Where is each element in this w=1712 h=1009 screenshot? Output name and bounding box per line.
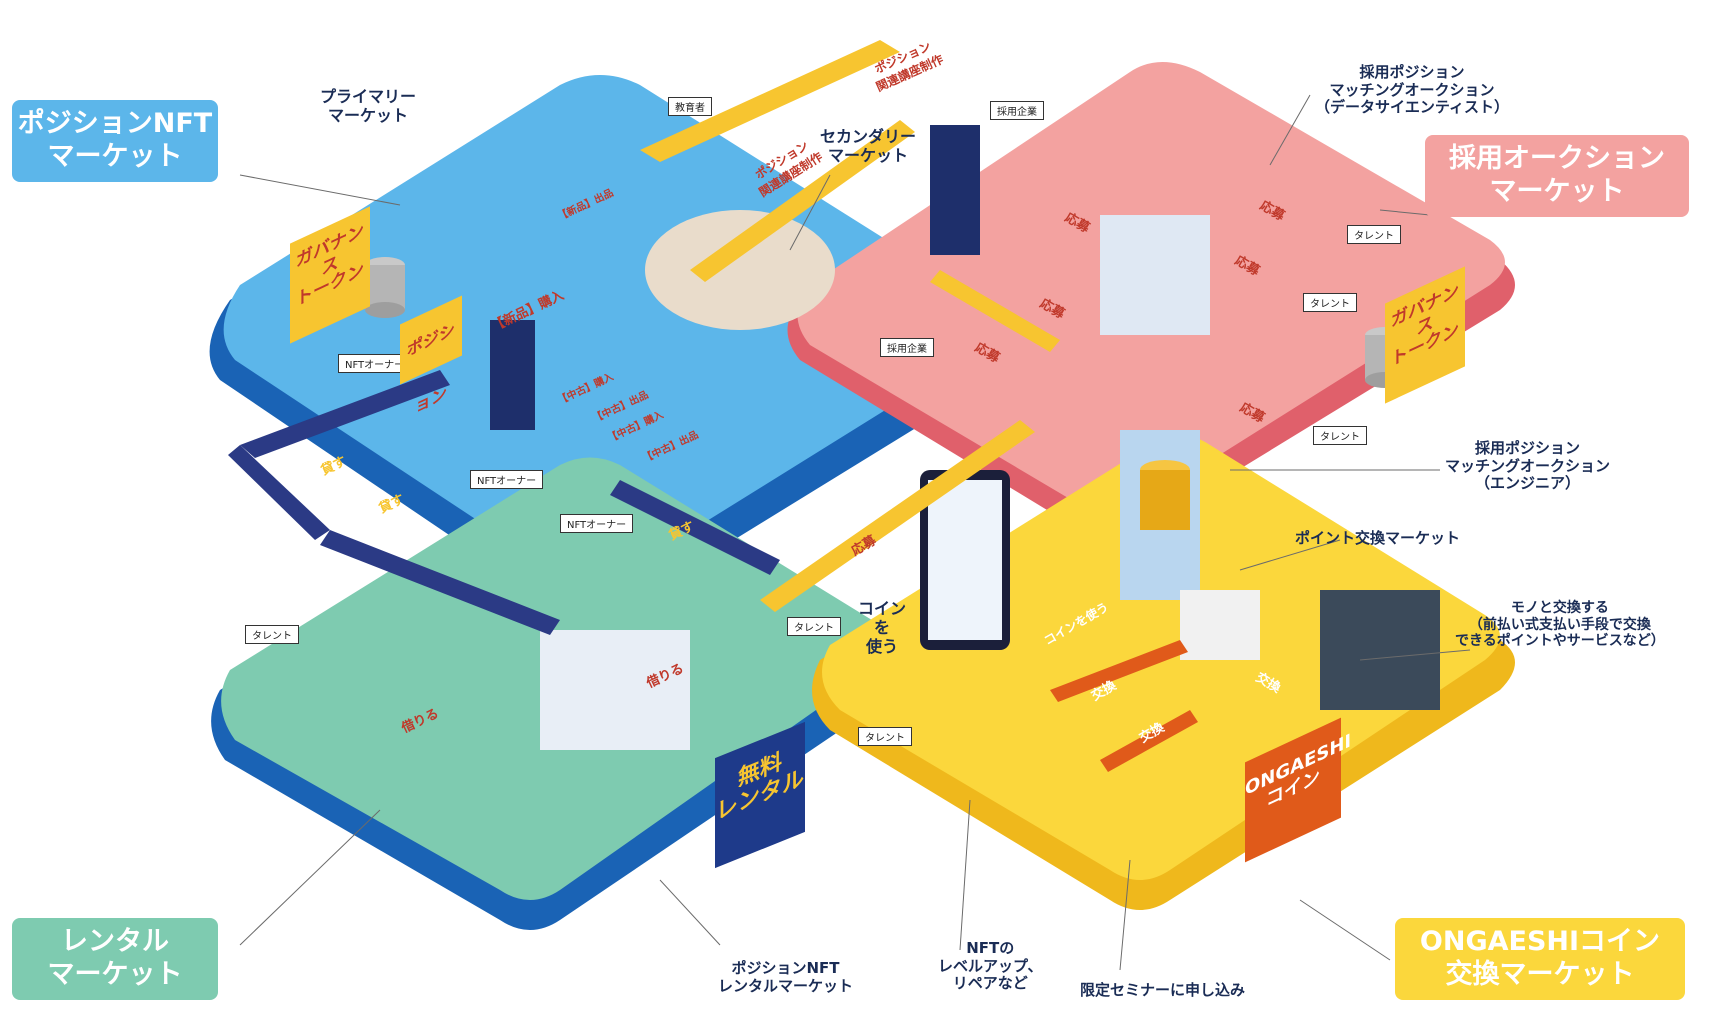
ongaeshi-exchange-market-box: ONGAESHIコイン 交換マーケット <box>1395 918 1685 1000</box>
market-title-line2: マーケット <box>1489 176 1625 207</box>
market-title-line1: 採用オークション <box>1449 143 1665 175</box>
lend-arrows <box>228 370 780 635</box>
laptop-rental <box>540 630 690 750</box>
nft-rental-market-label: ポジションNFT レンタルマーケット <box>718 959 854 995</box>
talent-tag: タレント <box>787 617 841 636</box>
nft-owner-tag: NFTオーナー <box>470 470 544 489</box>
recruiting-company-tag: 採用企業 <box>880 338 934 357</box>
market-title-line2: 交換マーケット <box>1445 959 1635 990</box>
talent-tag: タレント <box>1303 293 1357 312</box>
market-title-line1: ポジションNFT <box>17 108 213 140</box>
talent-tag: タレント <box>858 727 912 746</box>
nft-owner-tag: NFTオーナー <box>560 514 634 533</box>
recruit-auction-market-box: 採用オークション マーケット <box>1425 135 1689 217</box>
gold-coin-stack-icon <box>1140 460 1190 530</box>
smartphone-screen <box>928 480 1002 640</box>
leader-lines <box>239 94 1471 971</box>
laptop-recruit <box>1100 215 1210 335</box>
recruiting-company-tag: 採用企業 <box>990 101 1044 120</box>
talent-tag: タレント <box>1347 225 1401 244</box>
position-nft-market-box: ポジションNFT マーケット <box>12 100 218 182</box>
rental-market-box: レンタル マーケット <box>12 918 218 1000</box>
center-building <box>490 320 535 430</box>
exchange-arrows <box>1050 640 1198 772</box>
point-exchange-label: ポイント交換マーケット <box>1295 529 1461 547</box>
auction-engineer-label: 採用ポジション マッチングオークション （エンジニア） <box>1445 439 1611 493</box>
goods-exchange-label: モノと交換する （前払い式支払い手段で交換 できるポイントやサービスなど） <box>1455 600 1665 650</box>
apply-arrows <box>760 270 1060 612</box>
talent-tag: タレント <box>1313 426 1367 445</box>
gift-box <box>1180 590 1260 660</box>
primary-market-label: プライマリー マーケット <box>320 87 417 125</box>
seminar-label: 限定セミナーに申し込み <box>1080 981 1246 999</box>
auction-data-scientist-label: 採用ポジション マッチングオークション （データサイエンティスト） <box>1315 63 1509 117</box>
nft-levelup-label: NFTの レベルアップ、 リペアなど <box>938 939 1043 993</box>
market-title-line1: ONGAESHIコイン <box>1419 926 1661 958</box>
shop-counter <box>1320 590 1440 710</box>
coin-stack-icon <box>365 257 405 318</box>
talent-tag: タレント <box>245 625 299 644</box>
use-coin-label: コイン を 使う <box>858 599 907 656</box>
course-production-arrow <box>640 40 915 282</box>
market-title-line2: マーケット <box>47 959 183 990</box>
market-title-line1: レンタル <box>61 926 169 958</box>
educator-tag: 教育者 <box>668 97 712 116</box>
market-title-line2: マーケット <box>47 141 183 172</box>
secondary-building <box>930 125 980 255</box>
nft-owner-tag: NFTオーナー <box>338 354 412 373</box>
cloud-shelf <box>645 210 835 330</box>
secondary-market-label: セカンダリー マーケット <box>820 127 917 165</box>
